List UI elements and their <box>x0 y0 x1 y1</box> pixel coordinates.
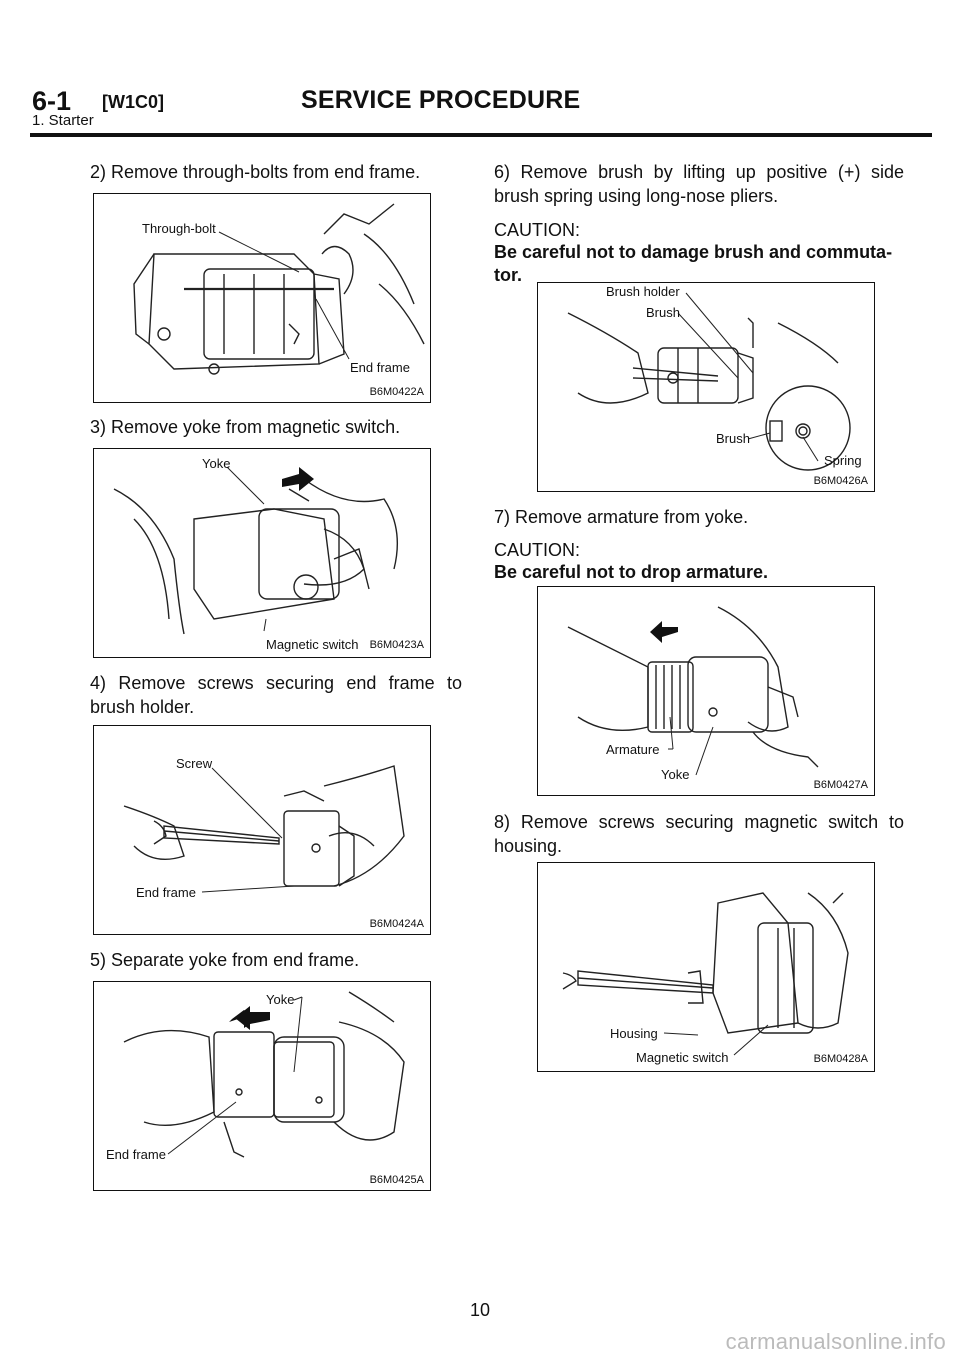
step-8: 8) Remove screws securing magnetic switc… <box>494 812 904 856</box>
caution-7: CAUTION: Be careful not to drop armature… <box>494 530 904 584</box>
page-number: 10 <box>469 1300 491 1320</box>
figure-code: B6M0422A <box>369 386 424 398</box>
caution-heading: CAUTION: <box>494 540 581 560</box>
separation-illustration <box>123 991 405 1158</box>
label-armature: Armature <box>606 742 660 757</box>
step-2: 2) Remove through-bolts from end frame. <box>90 162 421 182</box>
section-number: 6-1 <box>32 86 72 116</box>
figure-yoke-removal: Yoke Magnetic switch B6M0423A <box>93 448 431 658</box>
label-yoke: Yoke <box>661 767 690 782</box>
figure-armature: Armature Yoke B6M0427A <box>537 586 875 796</box>
brush-illustration <box>567 292 851 471</box>
caution-6: CAUTION: Be careful not to damage brush … <box>494 210 904 287</box>
caution-text: Be careful not to damage brush and commu… <box>494 242 893 285</box>
figure-code: B6M0424A <box>369 918 424 930</box>
figure-code: B6M0426A <box>813 475 868 487</box>
caution-text: Be careful not to drop armature. <box>494 562 769 582</box>
watermark: carmanualsonline.info <box>725 1329 946 1354</box>
label-yoke: Yoke <box>202 456 231 471</box>
label-magnetic-switch: Magnetic switch <box>266 637 359 652</box>
section-code: [W1C0] <box>102 92 164 112</box>
figure-code: B6M0425A <box>369 1174 424 1186</box>
caution-heading: CAUTION: <box>494 220 581 240</box>
label-screw: Screw <box>176 756 213 771</box>
step-3: 3) Remove yoke from magnetic switch. <box>90 417 401 437</box>
label-yoke: Yoke <box>266 992 295 1007</box>
figure-brush: Brush holder Brush Brush Spring B6M0426A <box>537 282 875 492</box>
page-title: SERVICE PROCEDURE <box>301 86 581 114</box>
label-spring: Spring <box>824 453 862 468</box>
step-4: 4) Remove screws securing end frame to b… <box>90 673 462 717</box>
page-header: 6-1 [W1C0] SERVICE PROCEDURE 1. Starter <box>30 86 932 138</box>
yoke-illustration <box>113 466 399 635</box>
label-housing: Housing <box>610 1026 658 1041</box>
figure-code: B6M0423A <box>369 639 424 651</box>
figure-through-bolt: Through-bolt End frame B6M0422A <box>93 193 431 403</box>
label-brush: Brush <box>716 431 750 446</box>
label-magnetic-switch: Magnetic switch <box>636 1050 729 1065</box>
label-end-frame: End frame <box>136 885 196 900</box>
figure-code: B6M0428A <box>813 1053 868 1065</box>
step-5: 5) Separate yoke from end frame. <box>90 950 360 970</box>
figure-separate-yoke: Yoke End frame B6M0425A <box>93 981 431 1191</box>
figure-screw: Screw End frame B6M0424A <box>93 725 431 935</box>
label-end-frame: End frame <box>350 360 410 375</box>
section-subtitle: 1. Starter <box>32 112 94 129</box>
label-end-frame: End frame <box>106 1147 166 1162</box>
figure-magnetic-switch: Housing Magnetic switch B6M0428A <box>537 862 875 1072</box>
label-brush: Brush <box>646 305 680 320</box>
label-brush-holder: Brush holder <box>606 284 680 299</box>
figure-code: B6M0427A <box>813 779 868 791</box>
header-rule <box>30 133 932 137</box>
step-7: 7) Remove armature from yoke. <box>494 507 749 527</box>
housing-illustration <box>562 892 849 1056</box>
armature-illustration <box>567 606 819 776</box>
label-through-bolt: Through-bolt <box>142 221 216 236</box>
starter-illustration <box>133 203 425 375</box>
step-6: 6) Remove brush by lifting up positive (… <box>494 162 904 206</box>
screwdriver-illustration <box>123 765 405 893</box>
